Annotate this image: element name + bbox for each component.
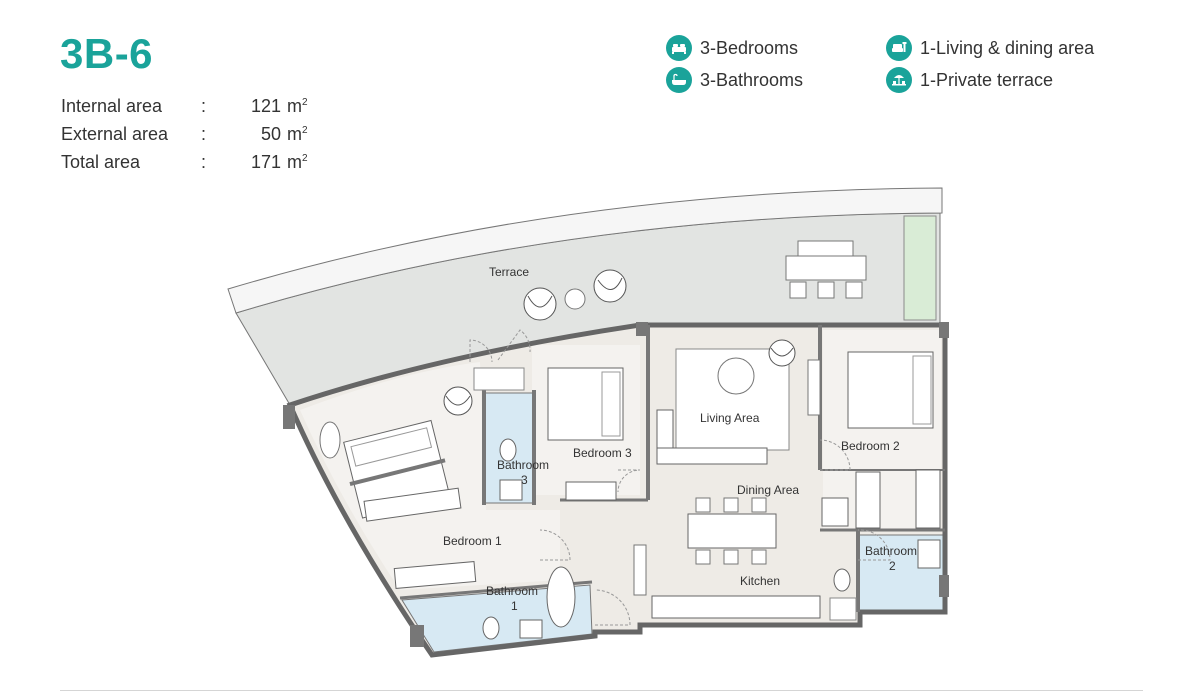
terrace-dining-set bbox=[785, 240, 867, 299]
area-value: 171 bbox=[250, 152, 281, 172]
bathtub-icon bbox=[666, 67, 692, 93]
feature-bedrooms: 3-Bedrooms bbox=[666, 32, 803, 64]
washer bbox=[821, 497, 849, 527]
area-label: Total area bbox=[61, 152, 141, 172]
feature-label: 3-Bedrooms bbox=[700, 37, 799, 58]
area-label: Internal area bbox=[61, 96, 163, 116]
dining-table bbox=[687, 497, 777, 565]
toilet bbox=[482, 616, 500, 640]
terrace-balustrade bbox=[227, 187, 943, 314]
toilet bbox=[499, 438, 517, 462]
door-swing bbox=[539, 529, 571, 561]
feature-label: 3-Bathrooms bbox=[700, 69, 804, 90]
terrace-icon bbox=[886, 67, 912, 93]
room-label-bedroom3: Bedroom 3 bbox=[573, 446, 632, 460]
bedroom1-wardrobe bbox=[363, 487, 462, 522]
total-area-row: Total area : 171 m2 bbox=[61, 152, 308, 172]
shower bbox=[829, 597, 857, 621]
feature-list-right: 1-Living & dining area 1-Private terrace bbox=[886, 32, 1094, 96]
area-value: 121 bbox=[250, 96, 281, 116]
room-label-terrace: Terrace bbox=[489, 265, 529, 279]
room-label-bathroom3: Bathroom bbox=[497, 458, 549, 472]
bedroom2-bed bbox=[847, 351, 934, 429]
door-swing bbox=[497, 329, 531, 361]
room-label-dining: Dining Area bbox=[737, 483, 799, 497]
room-label-bedroom2: Bedroom 2 bbox=[841, 439, 900, 453]
living-armchair bbox=[768, 339, 796, 367]
unit-title: 3B-6 bbox=[60, 30, 154, 77]
column bbox=[939, 575, 949, 597]
feature-terrace: 1-Private terrace bbox=[886, 64, 1094, 96]
column bbox=[636, 322, 648, 336]
door-swing bbox=[594, 589, 631, 626]
bedroom3-wardrobe bbox=[565, 481, 617, 501]
door-swing bbox=[857, 529, 891, 561]
room-label-bedroom1: Bedroom 1 bbox=[443, 534, 502, 548]
bottom-divider bbox=[60, 690, 1143, 691]
door-swing bbox=[819, 439, 851, 471]
internal-area-row: Internal area : 121 m2 bbox=[61, 96, 308, 116]
vanity bbox=[519, 619, 543, 639]
door-swing bbox=[469, 339, 493, 363]
toilet bbox=[833, 568, 851, 592]
feature-bathrooms: 3-Bathrooms bbox=[666, 64, 803, 96]
column bbox=[410, 625, 424, 647]
bedroom1-mirror bbox=[319, 421, 341, 459]
vanity bbox=[499, 479, 523, 501]
tv-cabinet bbox=[807, 359, 821, 416]
feature-list-left: 3-Bedrooms 3-Bathrooms bbox=[666, 32, 803, 96]
feature-label: 1-Private terrace bbox=[920, 69, 1054, 90]
vanity bbox=[917, 539, 941, 569]
room-label-kitchen: Kitchen bbox=[740, 574, 780, 588]
room-label-bathroom3-number: 3 bbox=[521, 473, 528, 487]
bedroom3-bed bbox=[547, 367, 624, 441]
external-area-row: External area : 50 m2 bbox=[61, 124, 308, 144]
coffee-table bbox=[717, 357, 755, 395]
bedroom1-wardrobe bbox=[393, 561, 477, 589]
bedroom2-wardrobe bbox=[855, 471, 881, 529]
room-label-bathroom1-number: 1 bbox=[511, 599, 518, 613]
room-label-living: Living Area bbox=[700, 411, 760, 425]
bedroom1-armchair bbox=[443, 386, 473, 416]
feature-living-dining: 1-Living & dining area bbox=[886, 32, 1094, 64]
area-value: 50 bbox=[260, 124, 281, 144]
room-label-bathroom2-number: 2 bbox=[889, 559, 896, 573]
area-label: External area bbox=[61, 124, 169, 144]
exterior-wall bbox=[286, 322, 948, 658]
door-swing bbox=[617, 469, 641, 493]
bedroom2-wardrobe bbox=[915, 469, 941, 529]
feature-label: 1-Living & dining area bbox=[920, 37, 1095, 58]
bed-icon bbox=[666, 35, 692, 61]
kitchen-column-unit bbox=[633, 544, 647, 596]
terrace-lounge-chair bbox=[593, 269, 627, 303]
room-label-bathroom2: Bathroom bbox=[865, 544, 917, 558]
planter bbox=[903, 215, 937, 321]
bathtub bbox=[546, 566, 576, 628]
kitchen-counter bbox=[651, 595, 821, 619]
column bbox=[283, 405, 295, 429]
room-label-bathroom1: Bathroom bbox=[486, 584, 538, 598]
sofa-icon bbox=[886, 35, 912, 61]
terrace-lounge-chair bbox=[523, 287, 557, 321]
living-sofa bbox=[656, 409, 768, 465]
terrace-side-table bbox=[564, 288, 586, 310]
shower bbox=[473, 367, 525, 391]
area-summary: Internal area : 121 m2 External area : 5… bbox=[61, 96, 308, 180]
column bbox=[939, 322, 949, 338]
